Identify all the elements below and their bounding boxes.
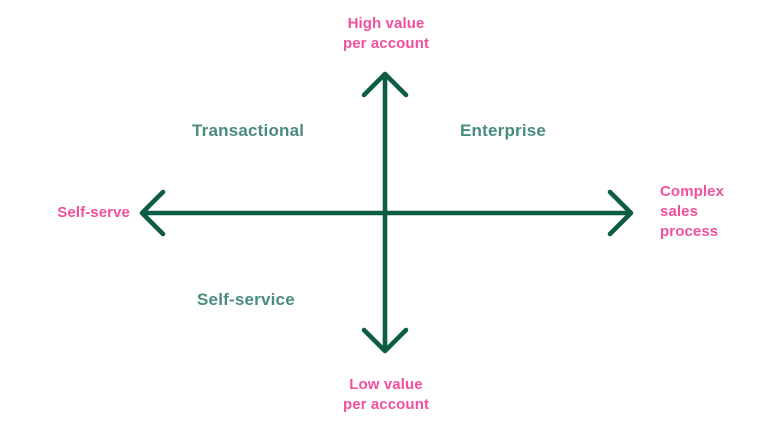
axis-label-high-value: High value per account <box>342 15 430 52</box>
quadrant-label-self-service: Self-service <box>197 290 295 309</box>
axis-label-complex-sales-process: Complex sales process <box>660 183 725 240</box>
arrowhead-left-icon <box>139 189 166 237</box>
quadrant-label-enterprise: Enterprise <box>460 121 547 140</box>
axis-label-self-serve: Self-serve <box>57 204 130 221</box>
axis-label-low-value: Low value per account <box>342 376 430 413</box>
arrowhead-down-icon <box>361 327 409 354</box>
arrowhead-up-icon <box>361 71 409 98</box>
quadrant-label-transactional: Transactional <box>192 121 305 140</box>
arrowhead-right-icon <box>607 189 634 237</box>
